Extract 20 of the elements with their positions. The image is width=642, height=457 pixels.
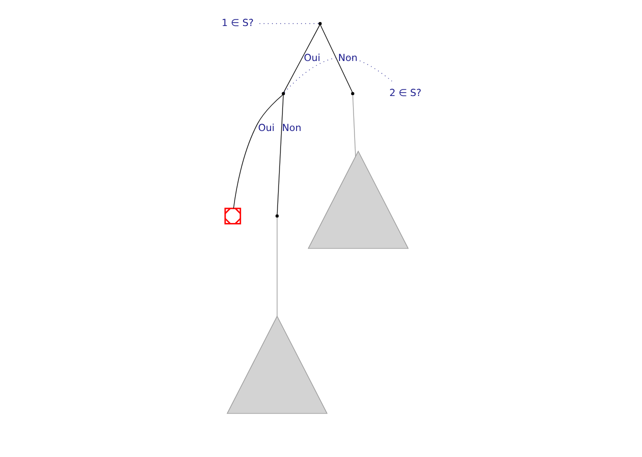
edge-label: Oui [258, 123, 274, 134]
connector [352, 94, 356, 157]
node-text: 2 ∈ S? [388, 88, 421, 100]
connector [276, 217, 277, 316]
connector [282, 24, 320, 93]
node-text: 1 ∈ S? [221, 18, 254, 30]
node-point [350, 92, 354, 96]
edge-label: Oui [303, 53, 320, 64]
node-triangle [307, 150, 408, 249]
connector [320, 24, 352, 93]
edge-label: Non [338, 53, 358, 64]
connector [283, 56, 392, 93]
connector [276, 94, 284, 215]
connector [258, 23, 319, 24]
node-point [318, 22, 322, 26]
connector [232, 94, 282, 209]
node-triangle [226, 315, 328, 414]
node-point [275, 214, 278, 218]
edge-label: Non [282, 123, 301, 134]
node-point [281, 92, 284, 96]
